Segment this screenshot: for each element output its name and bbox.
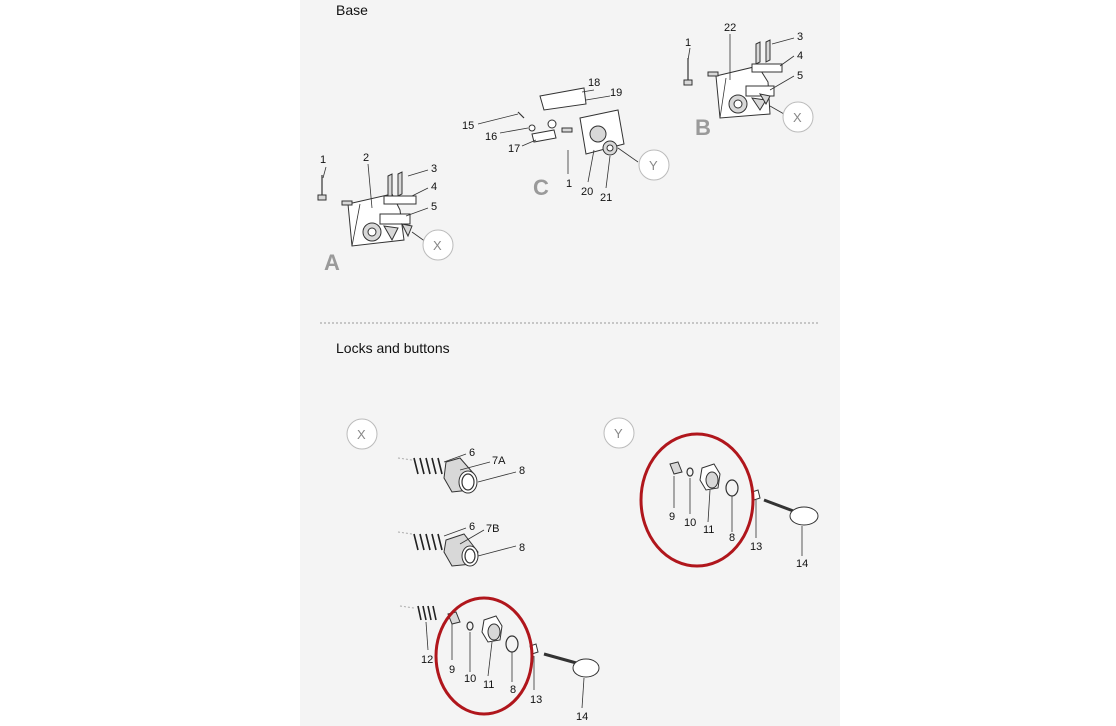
callout-x3-11: 11	[483, 679, 494, 691]
highlight-ring-y	[639, 432, 755, 568]
callout-c-19: 19	[610, 87, 622, 99]
heading-base: Base	[336, 2, 368, 18]
callout-x3-8: 8	[510, 684, 516, 696]
callout-c-15: 15	[462, 120, 474, 132]
callout-a-3: 3	[431, 163, 437, 175]
lock-button-7b	[397, 527, 517, 567]
lock-button-7a	[397, 453, 517, 494]
ref-y-detail: Y	[614, 426, 623, 441]
callout-x3-10: 10	[464, 673, 476, 685]
ref-circle-x-detail	[346, 418, 378, 450]
key-lock-y	[669, 461, 819, 556]
assembly-b	[683, 34, 795, 119]
highlight-ring-x	[434, 596, 534, 716]
key-lock-x	[399, 605, 600, 709]
callout-y-13: 13	[750, 541, 762, 553]
callout-x2-7b: 7B	[486, 523, 499, 535]
callout-a-1: 1	[320, 154, 326, 166]
callout-y-8: 8	[729, 532, 735, 544]
callout-x1-6: 6	[469, 447, 475, 459]
ref-circle-y-detail	[603, 417, 635, 449]
ref-x-b: X	[793, 110, 802, 125]
callout-y-14: 14	[796, 558, 808, 570]
label-assembly-c: C	[533, 175, 549, 200]
ref-circle-x-a	[422, 229, 454, 261]
ref-x-a: X	[433, 238, 442, 253]
callout-x3-9: 9	[449, 664, 455, 676]
heading-locks-and-buttons: Locks and buttons	[336, 340, 450, 356]
diagram-page	[300, 0, 840, 726]
callout-a-4: 4	[431, 181, 437, 193]
callout-b-4: 4	[797, 50, 803, 62]
callout-y-9: 9	[669, 511, 675, 523]
callout-c-17: 17	[508, 143, 520, 155]
label-assembly-a: A	[324, 250, 340, 275]
callout-x1-7a: 7A	[492, 455, 506, 467]
callout-b-3: 3	[797, 31, 803, 43]
callout-c-1: 1	[566, 178, 572, 190]
callout-c-20: 20	[581, 186, 593, 198]
callout-x3-12: 12	[421, 654, 433, 666]
callout-x3-14: 14	[576, 711, 588, 723]
assembly-a	[317, 163, 429, 247]
callout-x2-8: 8	[519, 542, 525, 554]
callout-b-5: 5	[797, 70, 803, 82]
ref-y-c: Y	[649, 158, 658, 173]
callout-y-11: 11	[703, 524, 714, 536]
label-assembly-b: B	[695, 115, 711, 140]
assembly-c	[477, 87, 639, 189]
callout-c-21: 21	[600, 192, 612, 204]
ref-circle-y-c	[638, 149, 670, 181]
callout-c-18: 18	[588, 77, 600, 89]
callout-x2-6: 6	[469, 521, 475, 533]
callout-c-16: 16	[485, 131, 497, 143]
callout-a-5: 5	[431, 201, 437, 213]
ref-circle-x-b	[782, 101, 814, 133]
callout-b-22: 22	[724, 22, 736, 34]
callout-y-10: 10	[684, 517, 696, 529]
callout-a-2: 2	[363, 152, 369, 164]
callout-b-1: 1	[685, 37, 691, 49]
ref-x-detail: X	[357, 427, 366, 442]
callout-x1-8: 8	[519, 465, 525, 477]
callout-x3-13: 13	[530, 694, 542, 706]
